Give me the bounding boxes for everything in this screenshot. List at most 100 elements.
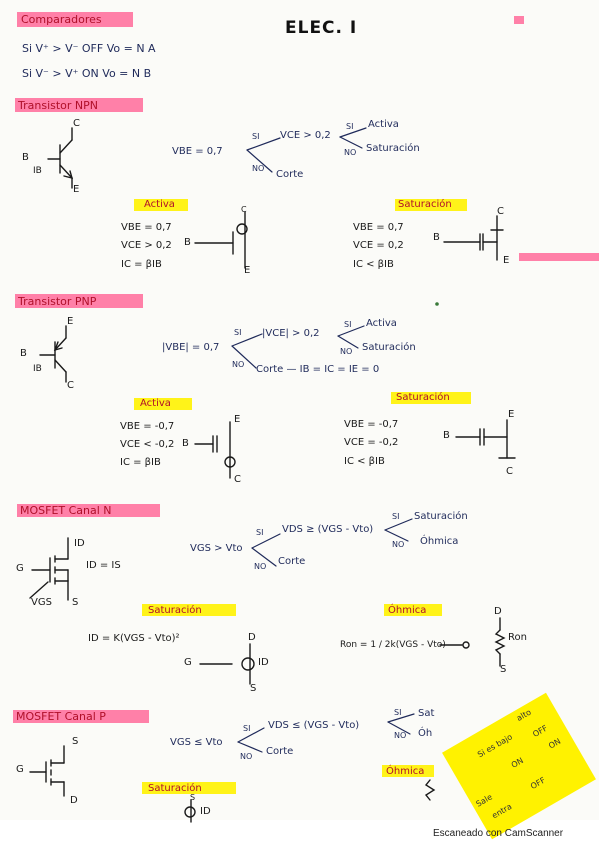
npn-activa-symbol [194, 211, 248, 269]
pnp-sat-b: B [443, 430, 450, 441]
mosfet-n-pin-vgs: VGS [31, 597, 52, 608]
comparadores-line-1: Si V⁺ > V⁻ OFF Vo = N A [22, 42, 156, 55]
mosfet-p-sat-s: S [190, 793, 196, 802]
mosfet-p-no-2: NO [394, 731, 407, 740]
mosfet-n-pin-g: G [16, 563, 24, 574]
highlight-mn-ohm [384, 604, 442, 616]
mosfet-n-sat-id: ID [258, 657, 269, 668]
npn-cond: VBE = 0,7 [172, 146, 223, 157]
npn-activa-label: Activa [144, 199, 175, 210]
pnp-sat-l1: VBE = -0,7 [344, 419, 399, 430]
highlight-pnp-sat [391, 392, 471, 404]
npn-sat-l2: VCE = 0,2 [353, 240, 404, 251]
mosfet-n-corte: Corte [278, 556, 306, 567]
pnp-saturacion: Saturación [362, 342, 416, 353]
highlight-npn [15, 98, 143, 112]
mosfet-n-ohm-ron: Ron [508, 632, 527, 643]
npn-saturacion: Saturación [366, 143, 420, 154]
mosfet-n-no-2: NO [392, 540, 405, 549]
mosfet-n-ohm-formula: Ron = 1 / 2k(VGS - Vto) [340, 640, 446, 650]
mosfet-p-ohm-symbol [424, 779, 436, 801]
mosfet-p-vds: VDS ≤ (VGS - Vto) [268, 720, 360, 731]
mosfet-p-corte: Corte [266, 746, 294, 757]
pnp-sat-symbol [455, 419, 516, 459]
highlight-mosfet-n [17, 504, 160, 517]
page-title: ELEC. I [285, 18, 358, 38]
pnp-activa-b: B [182, 438, 189, 449]
highlight-mp-ohm [382, 765, 434, 777]
pnp-sat-l3: IC < βIB [344, 456, 385, 467]
heading-comparadores: Comparadores [21, 13, 102, 26]
mosfet-p-sat: Sat [418, 708, 435, 719]
npn-si-1: SI [252, 132, 260, 141]
pnp-sat-label: Saturación [396, 392, 450, 403]
pnp-activa-l3: IC = βIB [120, 457, 161, 468]
pnp-no-2: NO [340, 347, 353, 356]
pnp-activa-l2: VCE < -0,2 [120, 439, 175, 450]
mosfet-n-si-2: SI [392, 512, 400, 521]
pnp-pin-b: B [20, 348, 27, 359]
npn-si-2: SI [346, 122, 354, 131]
npn-no-1: NO [252, 164, 265, 173]
highlight-pnp-activa [134, 398, 192, 410]
mosfet-n-vds: VDS ≥ (VGS - Vto) [282, 524, 374, 535]
npn-activa-c: C [241, 205, 247, 214]
mosfet-n-ohm-s: S [500, 664, 507, 675]
pnp-branches [231, 325, 365, 369]
pnp-pin-ib: IB [33, 364, 42, 374]
highlight-edge-1 [514, 16, 524, 24]
npn-sat-l3: IC < βIB [353, 259, 394, 270]
mosfet-n-pin-s: S [72, 597, 79, 608]
npn-activa: Activa [368, 119, 399, 130]
highlight-edge-2 [519, 253, 599, 261]
highlight-comparadores [17, 12, 133, 27]
mosfet-p-ohm: Óh [418, 728, 433, 739]
mosfet-n-ohm-label: Óhmica [388, 605, 427, 616]
pnp-symbol [39, 325, 67, 383]
mosfet-p-pin-d: D [70, 795, 78, 806]
pnp-si-1: SI [234, 328, 242, 337]
pnp-sat-c: C [506, 466, 513, 477]
npn-activa-e: E [244, 265, 251, 276]
pnp-cond: |VBE| = 0,7 [162, 342, 220, 353]
mosfet-p-branches [237, 713, 415, 753]
npn-pin-ib: IB [33, 166, 42, 176]
npn-activa-b: B [184, 237, 191, 248]
npn-activa-l2: VCE > 0,2 [121, 240, 172, 251]
pnp-corte: Corte — IB = IC = IE = 0 [256, 364, 380, 375]
scanner-watermark: Escaneado con CamScanner [433, 828, 564, 839]
mosfet-n-ohm-d: D [494, 606, 502, 617]
npn-branches [246, 127, 367, 173]
mosfet-n-sat-s: S [250, 683, 257, 694]
mosfet-n-symbol [29, 537, 69, 601]
mosfet-n-saturacion: Saturación [414, 511, 468, 522]
mosfet-n-sat-symbol [199, 643, 255, 685]
heading-mosfet-n: MOSFET Canal N [20, 504, 112, 517]
pnp-no-1: NO [232, 360, 245, 369]
npn-sat-symbol [443, 215, 504, 261]
mosfet-n-pin-is: ID = IS [86, 560, 121, 571]
highlight-mn-sat [142, 604, 236, 616]
mosfet-p-symbol [29, 745, 65, 797]
npn-corte: Corte [276, 169, 304, 180]
mosfet-p-pin-g: G [16, 764, 24, 775]
npn-activa-l1: VBE = 0,7 [121, 222, 172, 233]
npn-pin-e: E [73, 184, 80, 195]
npn-sat-l1: VBE = 0,7 [353, 222, 404, 233]
highlight-npn-activa [134, 199, 188, 211]
npn-vce: VCE > 0,2 [280, 130, 331, 141]
mosfet-n-ohmica: Óhmica [420, 536, 459, 547]
npn-sat-b: B [433, 232, 440, 243]
mosfet-n-no-1: NO [254, 562, 267, 571]
npn-sat-label: Saturación [398, 199, 452, 210]
pnp-activa-label: Activa [140, 398, 171, 409]
npn-sat-e: E [503, 255, 510, 266]
mosfet-n-sat-g: G [184, 657, 192, 668]
highlight-npn-sat [395, 199, 467, 211]
highlight-mosfet-p [13, 710, 149, 723]
mosfet-n-si-1: SI [256, 528, 264, 537]
mosfet-p-si-1: SI [243, 724, 251, 733]
pnp-activa-c: C [234, 474, 241, 485]
npn-sat-c: C [497, 206, 504, 217]
